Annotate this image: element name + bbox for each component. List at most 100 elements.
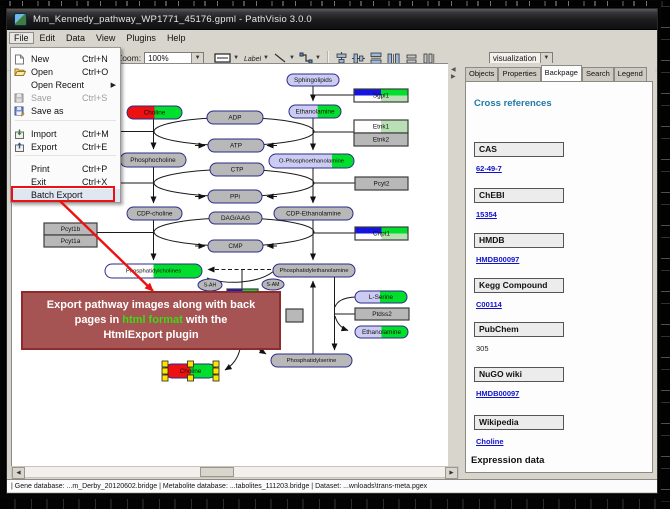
pathway-node-sphingolipids[interactable]: Sphingolipids <box>286 73 340 87</box>
common-height-button[interactable] <box>404 51 419 66</box>
menu-item-shortcut: Ctrl+X <box>82 177 108 188</box>
xref-link-choline[interactable]: Choline <box>476 437 504 446</box>
pathway-node-ppi[interactable]: PPi <box>207 189 263 204</box>
align-center-button[interactable] <box>334 51 349 66</box>
selection-handle[interactable] <box>187 374 194 382</box>
pathway-node-ethanolamine[interactable]: Ethanolamine <box>288 104 342 119</box>
elbow-connector-icon <box>299 52 313 64</box>
visualization-dropdown-arrow[interactable]: ▼ <box>539 52 552 64</box>
label-tool-button[interactable]: Label ▼ <box>242 51 270 66</box>
pathway-node-cmp[interactable]: CMP <box>207 239 264 253</box>
menu-file[interactable]: File <box>9 32 34 44</box>
pathway-node-cdp-ethanolamine[interactable]: CDP-Ethanolamine <box>273 206 354 221</box>
pathway-node-atp[interactable]: ATP <box>207 138 265 153</box>
xref-link-hmdb00097[interactable]: HMDB00097 <box>476 255 520 264</box>
selection-handle[interactable] <box>212 360 220 368</box>
xref-link-hmdb00097[interactable]: HMDB00097 <box>476 389 520 398</box>
menu-edit[interactable]: Edit <box>39 33 56 43</box>
pathway-node-dag-aag[interactable]: DAG/AAG <box>208 211 263 225</box>
tab-objects[interactable]: Objects <box>465 67 499 81</box>
tab-legend[interactable]: Legend <box>613 67 647 81</box>
line-tool-button[interactable]: ▼ <box>272 51 296 66</box>
scrollbar-thumb[interactable] <box>200 467 234 477</box>
pathway-node-ptdss2[interactable]: Ptdss2 <box>354 307 410 321</box>
pathway-node-choline[interactable]: Choline <box>126 105 183 120</box>
pathway-node-ctp[interactable]: CTP <box>209 162 265 177</box>
selection-handle[interactable] <box>187 360 194 368</box>
tab-search[interactable]: Search <box>581 67 614 81</box>
tab-backpage[interactable]: Backpage <box>540 65 582 81</box>
pathway-node-etnk2[interactable]: Etnk2 <box>353 132 409 147</box>
callout-line1: Export pathway images along with back <box>46 299 256 311</box>
pathway-node-unlabeled-30[interactable] <box>285 308 304 323</box>
import-icon <box>14 129 26 139</box>
scroll-right-icon[interactable]: ▶ <box>445 467 458 479</box>
xref-link-62-49-7[interactable]: 62-49-7 <box>476 164 502 173</box>
pathway-node-l-serine[interactable]: L-Serine <box>354 290 408 304</box>
selection-handle[interactable] <box>212 374 220 382</box>
tab-properties[interactable]: Properties <box>498 67 541 81</box>
selection-handle[interactable] <box>161 374 169 382</box>
callout-line2: pages in html format with the <box>74 314 228 326</box>
align-middle-icon <box>351 53 365 63</box>
pathway-node-phosphatidylethanolamine[interactable]: Phosphatidylethanolamine <box>272 263 356 278</box>
pathway-node-etnk1[interactable]: Etnk1 <box>353 119 409 134</box>
menu-item-label: New <box>31 53 50 64</box>
pathway-node-sgpl1[interactable]: Sgpl1 <box>353 88 409 103</box>
title-bar[interactable]: Mm_Kennedy_pathway_WP1771_45176.gpml - P… <box>7 9 657 30</box>
pathway-node-phosphocholine[interactable]: Phosphocholine <box>119 152 187 168</box>
label-tool-dropdown-icon[interactable]: ▼ <box>263 55 269 61</box>
pathway-node-o-phosphoethanolamine[interactable]: O-Phosphoethanolamine <box>268 153 355 169</box>
pathway-node-s-ah[interactable]: S-AH <box>197 278 223 292</box>
line-tool-dropdown-icon[interactable]: ▼ <box>289 55 295 61</box>
pathway-node-adp[interactable]: ADP <box>206 110 264 125</box>
zoom-value: 100% <box>148 53 169 63</box>
xref-link-15354[interactable]: 15354 <box>476 210 497 219</box>
elbow-tool-dropdown-icon[interactable]: ▼ <box>314 55 321 61</box>
pathway-node-phosphatidylserine[interactable]: Phosphatidylserine <box>270 353 353 368</box>
pathway-node-ethanolamine[interactable]: Ethanolamine <box>354 325 409 339</box>
pathway-node-pcyt1a[interactable]: Pcyt1a <box>43 234 98 248</box>
xref-link-c00114[interactable]: C00114 <box>476 300 502 309</box>
zoom-dropdown-arrow[interactable]: ▼ <box>191 52 204 64</box>
pathway-node-choline[interactable]: Choline <box>161 360 220 382</box>
file-menu-item-open-recent[interactable]: Open Recent▶ <box>11 78 120 91</box>
common-width-button[interactable] <box>421 51 436 66</box>
pathway-node-phosphatidylcholines[interactable]: Phosphatidylcholines <box>104 263 203 279</box>
scroll-left-icon[interactable]: ◀ <box>12 467 25 479</box>
gene-node-tool-button[interactable]: ▼ <box>213 51 240 66</box>
gene-tool-dropdown-icon[interactable]: ▼ <box>233 55 240 61</box>
menu-data[interactable]: Data <box>66 33 86 43</box>
panel-splitter[interactable]: ◀▶ <box>448 63 463 467</box>
selection-handle[interactable] <box>212 367 220 375</box>
pathway-node-pcyt1b[interactable]: Pcyt1b <box>43 222 98 236</box>
pathway-node-pcyt2[interactable]: Pcyt2 <box>354 176 409 191</box>
scrollbar-track[interactable] <box>25 467 445 477</box>
menu-help[interactable]: Help <box>166 33 186 43</box>
file-menu-item-save-as[interactable]: Save as <box>11 105 120 118</box>
splitter-collapse-icon[interactable]: ◀▶ <box>451 67 456 80</box>
selection-handle[interactable] <box>161 360 169 368</box>
align-middle-button[interactable] <box>351 51 366 66</box>
elbow-connector-tool-button[interactable]: ▼ <box>298 51 322 66</box>
pathway-node-cdp-choline[interactable]: CDP-choline <box>126 206 183 221</box>
horizontal-scrollbar[interactable]: ◀ ▶ <box>11 466 459 479</box>
pathway-node-label: Phosphatidylethanolamine <box>279 268 349 274</box>
align-center-icon <box>336 51 347 65</box>
selection-handle[interactable] <box>161 367 169 375</box>
pathway-node-label: Ethanolamine <box>295 109 335 116</box>
menu-plugins[interactable]: Plugins <box>126 33 156 43</box>
menu-item-label: Batch Export <box>31 190 83 201</box>
file-menu-item-batch-export[interactable]: Batch Export <box>11 188 120 202</box>
pathway-node-s-am[interactable]: S-AM <box>261 278 285 291</box>
pathway-node-chpt1[interactable]: Chpt1 <box>354 226 409 241</box>
menu-view[interactable]: View <box>96 33 116 43</box>
